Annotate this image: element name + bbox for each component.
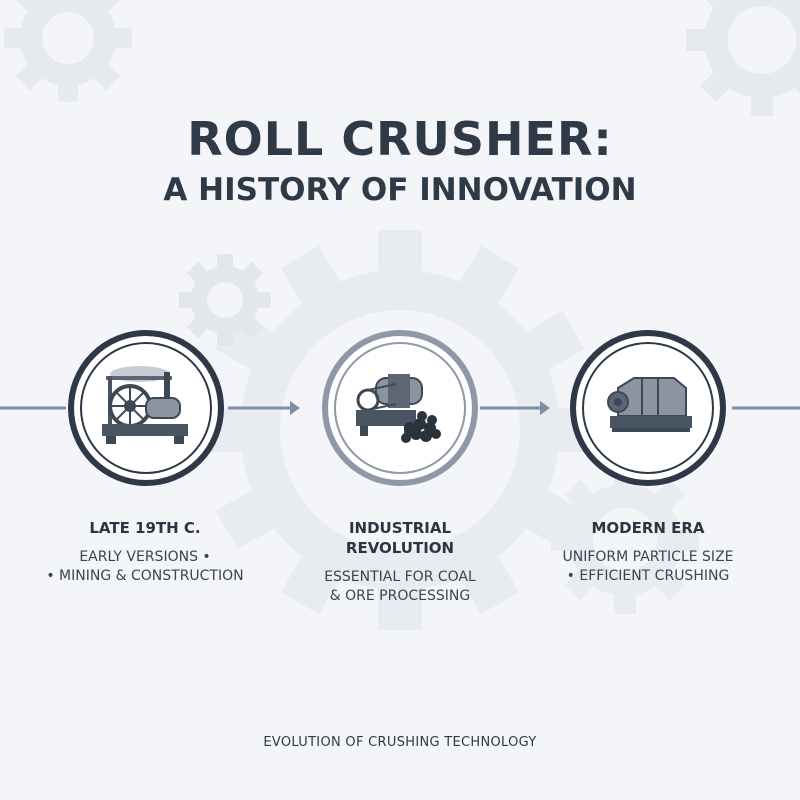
timeline-connector <box>0 401 800 415</box>
background-gear-top-right-icon <box>686 0 800 116</box>
stage-2-description-line: ESSENTIAL FOR COAL <box>324 569 476 585</box>
modern-enclosed-crusher-icon <box>607 377 692 432</box>
arrow-right-icon <box>290 401 300 415</box>
stage-1-heading: LATE 19TH C. <box>89 519 201 537</box>
stage-3-description-line: UNIFORM PARTICLE SIZE <box>562 549 734 565</box>
stage-2-heading: INDUSTRIAL REVOLUTION <box>285 518 515 558</box>
stage-3-circle <box>570 330 726 486</box>
footer-caption: EVOLUTION OF CRUSHING TECHNOLOGY <box>263 735 537 750</box>
stage-2-heading-line: REVOLUTION <box>345 539 455 557</box>
stage-1-description-line: • MINING & CONSTRUCTION <box>46 568 244 584</box>
stage-1-description-line: EARLY VERSIONS • <box>79 549 211 565</box>
stage-3-heading: MODERN ERA <box>591 519 705 537</box>
steam-roll-crusher-icon <box>102 366 188 444</box>
stage-1-text: LATE 19TH C. EARLY VERSIONS • • MINING &… <box>30 518 260 586</box>
stage-2-description-line: & ORE PROCESSING <box>329 588 471 604</box>
background-gear-small-left-icon <box>179 254 271 346</box>
stage-2-circle <box>322 330 478 486</box>
stage-3-text: MODERN ERA UNIFORM PARTICLE SIZE • EFFIC… <box>533 518 763 586</box>
belt-driven-crusher-with-coal-icon <box>356 374 441 443</box>
stage-3-description-line: • EFFICIENT CRUSHING <box>566 568 730 584</box>
page-subtitle: A HISTORY OF INNOVATION <box>163 172 637 208</box>
arrow-right-icon <box>540 401 550 415</box>
background-gear-top-left-icon <box>4 0 132 102</box>
stage-1-circle <box>68 330 224 486</box>
stage-2-heading-line: INDUSTRIAL <box>348 519 452 537</box>
stage-1-description: EARLY VERSIONS • • MINING & CONSTRUCTION <box>30 548 260 586</box>
stage-2-text: INDUSTRIAL REVOLUTION ESSENTIAL FOR COAL… <box>285 518 515 606</box>
stage-3-description: UNIFORM PARTICLE SIZE • EFFICIENT CRUSHI… <box>533 548 763 586</box>
page-title: ROLL CRUSHER: <box>187 112 613 166</box>
stage-2-description: ESSENTIAL FOR COAL & ORE PROCESSING <box>285 568 515 606</box>
